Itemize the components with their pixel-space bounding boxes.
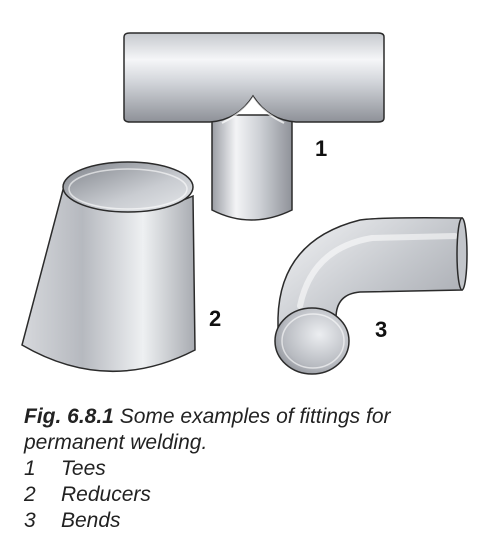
bend-fitting: 3 [274, 217, 468, 375]
reducer-callout: 2 [209, 306, 221, 331]
legend-item: 2 Reducers [24, 482, 474, 508]
figure-label: Fig. 6.8.1 [24, 405, 114, 428]
legend-text: Reducers [61, 483, 151, 506]
legend-text: Tees [61, 457, 106, 480]
bend-highlight [297, 233, 458, 309]
tee-run [123, 32, 385, 123]
reducer-opening-rim [68, 168, 188, 210]
legend-number: 1 [24, 457, 36, 480]
tee-fitting: 1 [123, 32, 385, 221]
fittings-illustration: 1 2 3 [21, 32, 468, 375]
tee-saddle-highlight [221, 96, 285, 124]
bend-end-rim [456, 217, 468, 291]
legend-item: 1 Tees [24, 456, 474, 482]
legend-text: Bends [61, 509, 121, 532]
figure-caption: Fig. 6.8.1 Some examples of fittings for… [24, 404, 474, 534]
legend-item: 3 Bends [24, 508, 474, 534]
tee-branch [211, 114, 293, 221]
legend-number: 2 [24, 483, 36, 506]
reducer-body [21, 184, 196, 372]
reducer-fitting: 2 [21, 161, 221, 372]
reducer-opening [62, 161, 194, 213]
bend-opening [274, 307, 350, 375]
legend-number: 3 [24, 509, 36, 532]
caption-text: Some examples of fittings for permanent … [24, 405, 391, 454]
bend-callout: 3 [375, 317, 387, 342]
bend-opening-inner [281, 313, 345, 369]
tee-callout: 1 [315, 136, 327, 161]
